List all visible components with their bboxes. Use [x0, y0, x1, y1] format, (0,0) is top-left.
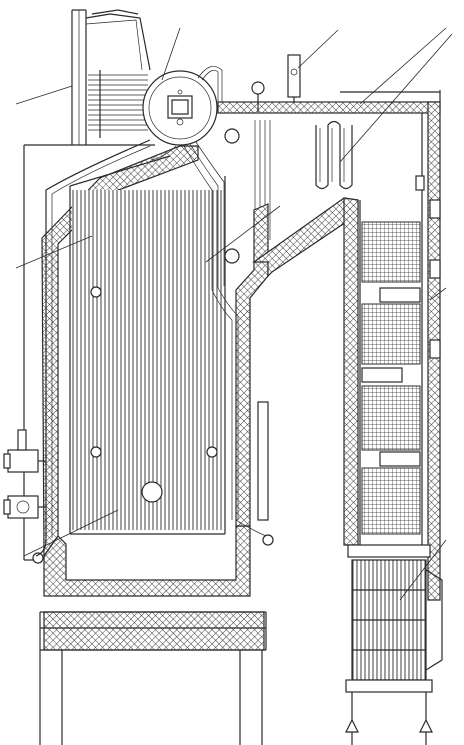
- convective-shaft: [359, 113, 441, 545]
- leader-lines: [15, 27, 453, 601]
- superheater: [88, 70, 148, 138]
- burner-lower: [3, 495, 46, 519]
- boiler-frame: [23, 9, 155, 561]
- air-heater: [345, 544, 443, 745]
- foundation: [39, 611, 267, 745]
- furnace: [32, 128, 359, 597]
- burners: [3, 429, 46, 519]
- steam-drum: [142, 66, 223, 146]
- convective-coils: [251, 81, 353, 250]
- burner-upper: [3, 429, 46, 473]
